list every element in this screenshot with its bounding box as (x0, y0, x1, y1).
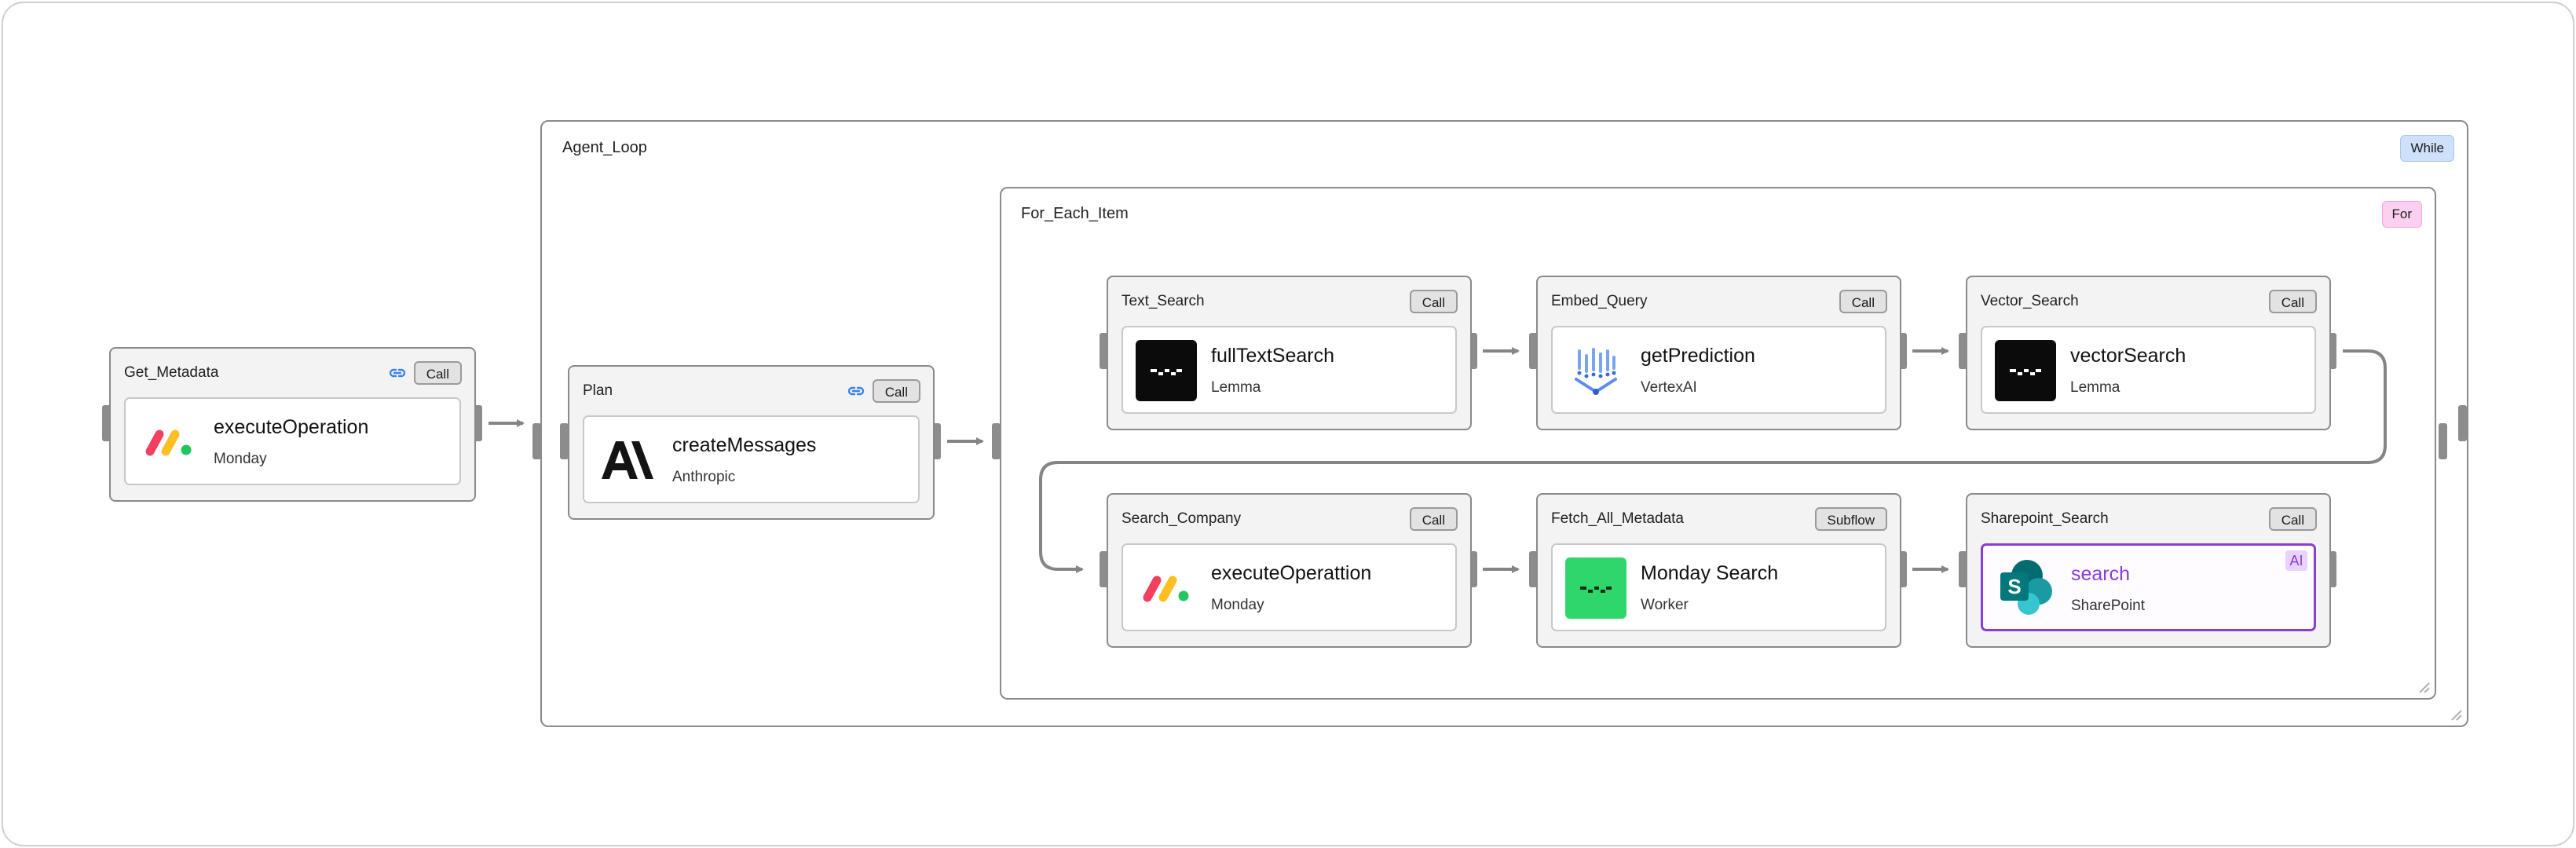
provider-name: Monday (214, 451, 267, 467)
link-icon[interactable] (388, 366, 407, 380)
call-button[interactable]: Call (872, 379, 920, 403)
input-handle[interactable] (102, 405, 111, 441)
worker-logo-icon (1565, 557, 1626, 619)
node-title: Fetch_All_Metadata (1551, 510, 1684, 527)
input-handle[interactable] (1100, 551, 1108, 587)
call-button[interactable]: Call (1409, 507, 1458, 531)
operation-name: Monday Search (1641, 562, 1779, 584)
operation-name: executeOperattion (1211, 562, 1372, 584)
monday-logo-icon (1136, 557, 1197, 619)
operation-name: executeOperation (214, 416, 369, 438)
ai-badge: AI (2285, 550, 2307, 571)
output-handle[interactable] (1469, 333, 1477, 369)
provider-name: VertexAI (1641, 379, 1697, 396)
call-button[interactable]: Call (2268, 507, 2317, 531)
output-handle[interactable] (474, 405, 482, 441)
node-get-metadata[interactable]: Get_Metadata Call executeOperation Monda… (109, 347, 476, 502)
operation-name: vectorSearch (2070, 345, 2186, 367)
provider-name: Anthropic (672, 469, 736, 485)
input-handle[interactable] (1529, 551, 1538, 587)
operation-name: fullTextSearch (1211, 345, 1335, 367)
input-handle[interactable] (1100, 333, 1108, 369)
vertexai-logo-icon (1565, 340, 1626, 401)
node-title: Sharepoint_Search (1981, 510, 2109, 527)
resize-handle-icon[interactable] (2417, 681, 2430, 693)
sharepoint-logo-icon: S (1996, 558, 2057, 620)
call-button[interactable]: Call (1409, 290, 1458, 313)
operation-name: search (2071, 563, 2131, 585)
provider-name: Lemma (1211, 379, 1261, 396)
group-title: Agent_Loop (562, 139, 647, 156)
node-vector-search[interactable]: Vector_Search Call vectorSearch Lemma (1966, 276, 2331, 430)
output-handle[interactable] (2439, 423, 2447, 459)
operation-name: createMessages (672, 434, 817, 456)
node-title: Embed_Query (1551, 293, 1648, 309)
output-handle[interactable] (1469, 551, 1477, 587)
node-fetch-all-metadata[interactable]: Fetch_All_Metadata Subflow Monday Search… (1536, 493, 1901, 648)
provider-name: SharePoint (2071, 598, 2146, 614)
input-handle[interactable] (532, 423, 541, 459)
operation-card[interactable]: vectorSearch Lemma (1981, 326, 2316, 414)
lemma-logo-icon (1995, 340, 2056, 401)
monday-logo-icon (138, 411, 199, 473)
node-text-search[interactable]: Text_Search Call fullTextSearch Lemma (1107, 276, 1472, 430)
output-handle[interactable] (2458, 405, 2467, 441)
anthropic-logo-icon (597, 429, 658, 491)
provider-name: Lemma (2070, 379, 2120, 396)
lemma-logo-icon (1136, 340, 1197, 401)
call-button[interactable]: Call (1839, 290, 1887, 313)
provider-name: Monday (1211, 597, 1264, 613)
operation-card[interactable]: executeOperattion Monday (1122, 543, 1457, 631)
operation-card[interactable]: createMessages Anthropic (583, 415, 920, 503)
svg-text:S: S (2007, 575, 2021, 598)
node-title: Vector_Search (1981, 293, 2079, 309)
output-handle[interactable] (1898, 333, 1907, 369)
input-handle[interactable] (560, 423, 569, 459)
edge-vector-search-to-search-company (1039, 349, 2387, 573)
loop-type-badge: For (2381, 201, 2422, 228)
operation-card[interactable]: getPrediction VertexAI (1551, 326, 1886, 414)
node-title: Get_Metadata (124, 364, 219, 381)
operation-card[interactable]: Monday Search Worker (1551, 543, 1886, 631)
node-plan[interactable]: Plan Call createMessages Anthropic (568, 365, 935, 520)
call-button[interactable]: Call (2268, 290, 2317, 313)
resize-handle-icon[interactable] (2450, 708, 2462, 721)
operation-card[interactable]: fullTextSearch Lemma (1122, 326, 1457, 414)
input-handle[interactable] (1959, 333, 1967, 369)
output-handle[interactable] (1898, 551, 1907, 587)
node-title: Text_Search (1122, 293, 1205, 309)
node-title: Search_Company (1122, 510, 1242, 527)
operation-card[interactable]: S search SharePoint AI (1981, 543, 2316, 631)
provider-name: Worker (1641, 597, 1689, 613)
group-title: For_Each_Item (1021, 205, 1129, 222)
output-handle[interactable] (932, 423, 941, 459)
loop-type-badge: While (2400, 135, 2454, 162)
node-title: Plan (583, 382, 613, 399)
output-handle[interactable] (2328, 551, 2336, 587)
node-embed-query[interactable]: Embed_Query Call getPrediction VertexAI (1536, 276, 1901, 430)
link-icon[interactable] (847, 384, 865, 398)
output-handle[interactable] (2328, 333, 2336, 369)
input-handle[interactable] (1529, 333, 1538, 369)
call-button[interactable]: Call (413, 361, 462, 385)
input-handle[interactable] (1959, 551, 1967, 587)
subflow-button[interactable]: Subflow (1814, 507, 1887, 531)
operation-name: getPrediction (1641, 345, 1755, 367)
operation-card[interactable]: executeOperation Monday (124, 397, 461, 485)
node-sharepoint-search[interactable]: Sharepoint_Search Call S search SharePoi… (1966, 493, 2331, 648)
input-handle[interactable] (992, 423, 1001, 459)
node-search-company[interactable]: Search_Company Call executeOperattion Mo… (1107, 493, 1472, 648)
